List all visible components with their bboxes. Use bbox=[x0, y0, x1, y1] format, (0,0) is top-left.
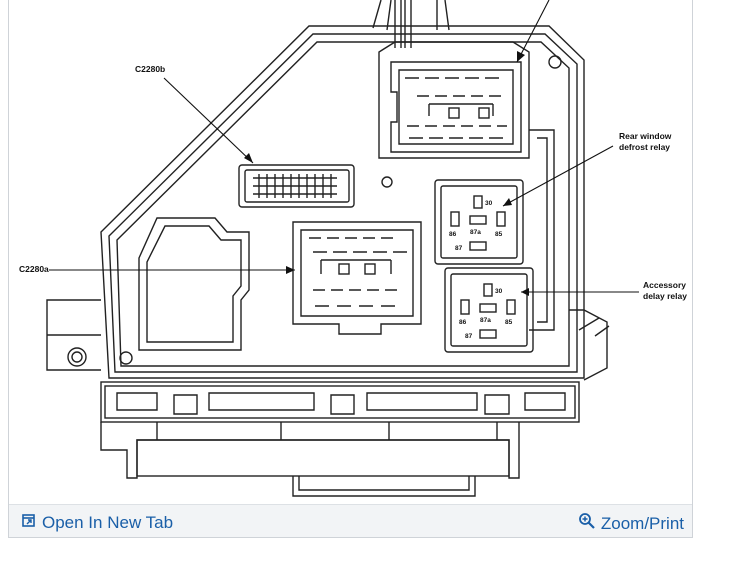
pin-label-87: 87 bbox=[455, 245, 463, 252]
pin-label-87: 87 bbox=[465, 333, 473, 340]
zoom-print-label: Zoom/Print bbox=[600, 513, 684, 533]
relay-accessory-delay bbox=[444, 267, 534, 353]
zoom-print-link[interactable]: Zoom/Print bbox=[578, 512, 684, 535]
pin-label-85: 85 bbox=[495, 231, 503, 238]
connector-upper bbox=[390, 61, 522, 153]
relay-rear-defrost bbox=[434, 179, 524, 265]
connector-c2280a bbox=[292, 221, 422, 335]
label-c2280b: C2280b bbox=[135, 64, 165, 74]
pin-label-86: 86 bbox=[459, 319, 467, 326]
connector-c2280b bbox=[238, 164, 355, 208]
label-rear-relay-line1: Rear window bbox=[619, 131, 672, 141]
label-acc-relay-line1: Accessory bbox=[643, 280, 686, 290]
pin-label-30: 30 bbox=[485, 200, 493, 207]
mounting-hole bbox=[67, 347, 87, 367]
label-c2280a: C2280a bbox=[19, 264, 49, 274]
wire-harness bbox=[372, 0, 450, 48]
open-in-new-tab-link[interactable]: Open In New Tab bbox=[21, 512, 173, 533]
pin-label-87a: 87a bbox=[480, 317, 491, 324]
image-toolbar: Open In New Tab Zoom/Print bbox=[9, 504, 692, 537]
open-in-new-tab-icon bbox=[21, 512, 37, 533]
fuse-box-housing bbox=[46, 25, 610, 497]
label-acc-relay-line2: delay relay bbox=[643, 291, 687, 301]
callout-line-top bbox=[516, 0, 550, 63]
label-rear-relay-line2: defrost relay bbox=[619, 142, 670, 152]
pin-label-86: 86 bbox=[449, 231, 457, 238]
callout-line-rear-relay bbox=[502, 145, 614, 207]
pin-label-87a: 87a bbox=[470, 229, 481, 236]
image-frame: C2280b C2280a Rear window defrost relay … bbox=[8, 0, 693, 538]
magnifier-plus-icon bbox=[578, 512, 596, 535]
open-in-new-tab-label: Open In New Tab bbox=[42, 512, 174, 532]
fuse-box-diagram: C2280b C2280a Rear window defrost relay … bbox=[9, 0, 694, 505]
callout-line-c2280b bbox=[163, 77, 254, 164]
pin-label-85: 85 bbox=[505, 319, 513, 326]
pin-label-30: 30 bbox=[495, 288, 503, 295]
